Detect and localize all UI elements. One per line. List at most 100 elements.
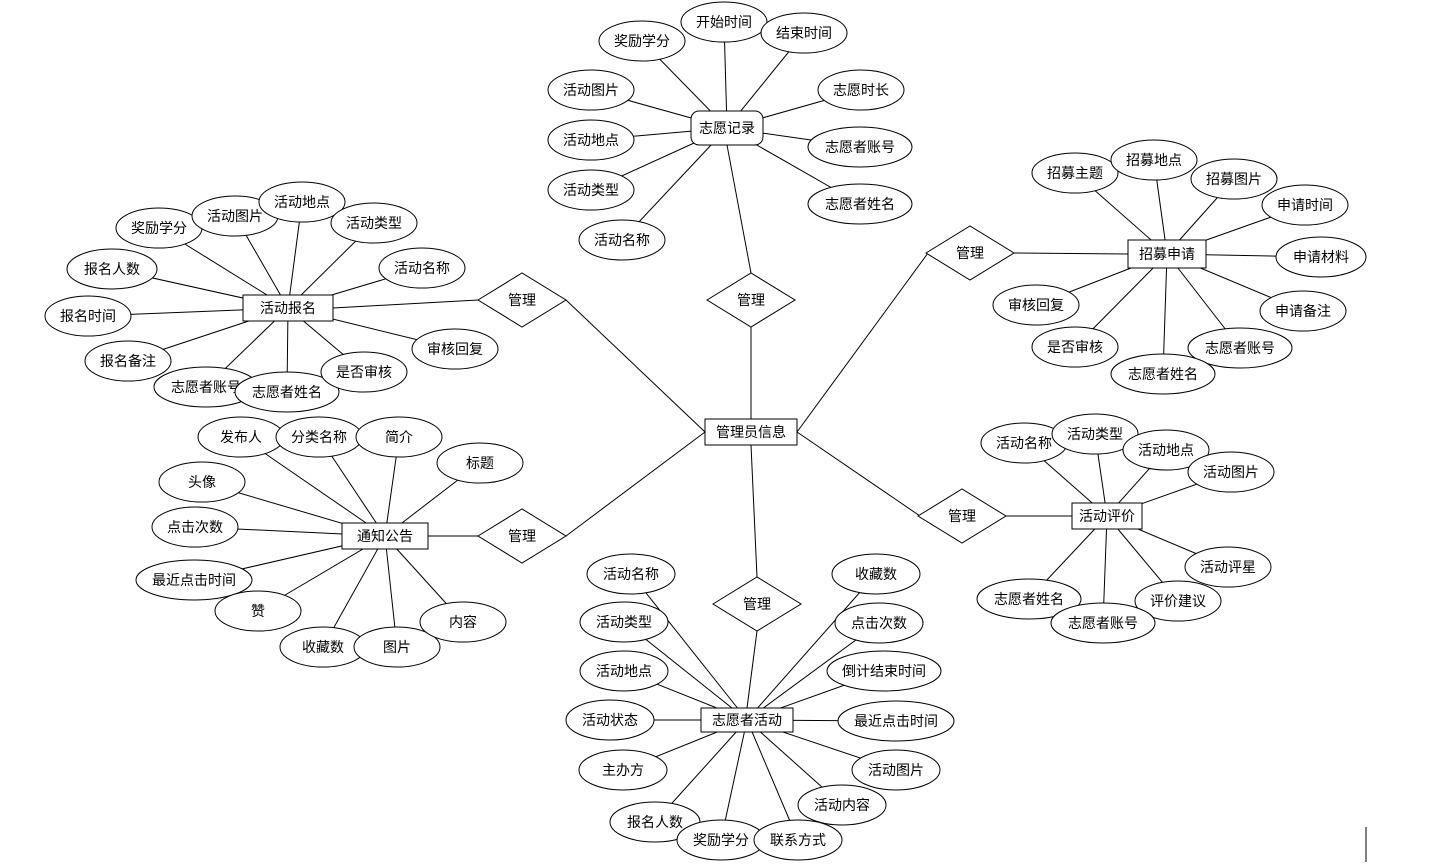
attribute[interactable]: 活动状态 [565, 699, 655, 741]
attribute[interactable]: 申请备注 [1259, 290, 1347, 332]
attribute-ellipse [598, 20, 686, 62]
attribute[interactable]: 招募地点 [1110, 139, 1198, 181]
attribute[interactable]: 申请材料 [1275, 236, 1367, 278]
attribute[interactable]: 招募主题 [1031, 152, 1119, 194]
attribute[interactable]: 倒计结束时间 [826, 650, 942, 692]
attribute-ellipse [436, 442, 524, 484]
attribute[interactable]: 活动名称 [378, 247, 466, 289]
relationship-signup[interactable]: 管理 [477, 272, 567, 328]
attribute[interactable]: 活动类型 [1051, 413, 1139, 455]
attribute-label: 活动名称 [996, 436, 1052, 452]
attribute[interactable]: 收藏数 [279, 626, 367, 668]
attribute[interactable]: 内容 [419, 601, 507, 643]
attribute[interactable]: 活动图片 [1187, 451, 1275, 493]
attribute[interactable]: 评价建议 [1134, 580, 1222, 622]
attribute-ellipse [158, 461, 246, 503]
entity-recruit-apply[interactable]: 招募申请 [1127, 239, 1207, 269]
attribute[interactable]: 招募图片 [1190, 158, 1278, 200]
attribute[interactable]: 结束时间 [760, 12, 848, 54]
attribute[interactable]: 最近点击时间 [135, 559, 253, 601]
attribute[interactable]: 志愿者姓名 [1110, 353, 1216, 395]
attribute-label: 志愿者账号 [171, 380, 241, 396]
attribute-label: 志愿者账号 [1068, 616, 1138, 632]
attribute-ellipse [565, 699, 655, 741]
entity-volunteer-activity[interactable]: 志愿者活动 [700, 707, 794, 733]
attribute[interactable]: 奖励学分 [115, 207, 203, 249]
attribute-label: 倒计结束时间 [842, 664, 926, 680]
entity-activity-review[interactable]: 活动评价 [1071, 502, 1143, 530]
attribute[interactable]: 图片 [353, 626, 441, 668]
relationship-notice[interactable]: 管理 [477, 508, 567, 564]
attribute[interactable]: 活动类型 [579, 601, 669, 643]
attribute[interactable]: 最近点击时间 [837, 700, 955, 742]
attribute-ellipse [1187, 327, 1293, 369]
attribute[interactable]: 志愿者账号 [153, 366, 259, 408]
attribute[interactable]: 简介 [355, 416, 443, 458]
relationship-recruit[interactable]: 管理 [925, 225, 1015, 281]
attribute-label: 主办方 [602, 763, 644, 779]
attribute[interactable]: 审核回复 [411, 328, 499, 370]
attribute[interactable]: 活动名称 [578, 219, 666, 261]
entity-label: 通知公告 [357, 528, 413, 545]
attribute[interactable]: 活动地点 [579, 650, 669, 692]
relationship-label: 管理 [508, 529, 536, 545]
attribute[interactable]: 收藏数 [831, 553, 921, 595]
attribute-label: 简介 [385, 429, 413, 446]
attribute[interactable]: 活动图片 [547, 69, 635, 111]
attribute-ellipse [586, 553, 676, 595]
attribute-label: 点击次数 [851, 616, 907, 632]
attribute[interactable]: 活动名称 [980, 422, 1068, 464]
attribute[interactable]: 报名时间 [44, 295, 132, 337]
entity-admin[interactable]: 管理员信息 [704, 418, 798, 446]
relationship-label: 管理 [956, 246, 984, 262]
attribute[interactable]: 开始时间 [680, 1, 768, 43]
attribute[interactable]: 审核回复 [992, 284, 1080, 326]
attribute[interactable]: 报名备注 [84, 340, 172, 382]
attribute[interactable]: 活动类型 [330, 202, 418, 244]
attribute-label: 活动地点 [596, 664, 652, 680]
attribute[interactable]: 发布人 [197, 416, 285, 458]
attribute[interactable]: 志愿者账号 [807, 126, 913, 168]
attribute[interactable]: 志愿者姓名 [234, 371, 340, 413]
attribute[interactable]: 活动评星 [1184, 546, 1272, 588]
relationship-activity[interactable]: 管理 [712, 576, 802, 632]
attribute[interactable]: 志愿者账号 [1187, 327, 1293, 369]
entity-volunteer-record[interactable]: 志愿记录 [690, 110, 764, 146]
attribute[interactable]: 分类名称 [275, 416, 363, 458]
attribute[interactable]: 活动地点 [547, 119, 635, 161]
attribute[interactable]: 标题 [436, 442, 524, 484]
attribute[interactable]: 报名人数 [609, 801, 701, 843]
attribute[interactable]: 联系方式 [753, 819, 843, 861]
entity-label: 管理员信息 [716, 424, 786, 441]
attribute[interactable]: 活动内容 [797, 784, 887, 826]
attribute[interactable]: 活动地点 [258, 181, 346, 223]
attribute[interactable]: 志愿者姓名 [807, 183, 913, 225]
attribute[interactable]: 赞 [214, 590, 302, 632]
attribute-label: 图片 [383, 640, 411, 656]
attribute[interactable]: 是否审核 [1031, 326, 1119, 368]
entity-notice[interactable]: 通知公告 [341, 522, 429, 550]
attribute[interactable]: 是否审核 [320, 351, 408, 393]
attribute[interactable]: 活动图片 [851, 749, 941, 791]
entity-activity-signup[interactable]: 活动报名 [242, 294, 334, 322]
relationship-review[interactable]: 管理 [917, 488, 1007, 544]
attribute[interactable]: 志愿时长 [817, 69, 905, 111]
attribute[interactable]: 活动地点 [1122, 429, 1210, 471]
attribute[interactable]: 奖励学分 [676, 819, 766, 861]
attribute[interactable]: 奖励学分 [598, 20, 686, 62]
attribute-label: 收藏数 [302, 640, 344, 656]
attribute[interactable]: 主办方 [578, 749, 668, 791]
attribute[interactable]: 申请时间 [1261, 184, 1349, 226]
attribute[interactable]: 点击次数 [151, 506, 239, 548]
attribute[interactable]: 头像 [158, 461, 246, 503]
relationship-record[interactable]: 管理 [706, 272, 796, 328]
attribute[interactable]: 志愿者姓名 [976, 578, 1082, 620]
attribute-ellipse [1031, 326, 1119, 368]
attribute-label: 头像 [188, 475, 216, 491]
attribute[interactable]: 志愿者账号 [1050, 602, 1156, 644]
attribute[interactable]: 点击次数 [834, 602, 924, 644]
attribute[interactable]: 活动名称 [586, 553, 676, 595]
attribute[interactable]: 活动类型 [547, 169, 635, 211]
attribute[interactable]: 报名人数 [66, 248, 158, 290]
